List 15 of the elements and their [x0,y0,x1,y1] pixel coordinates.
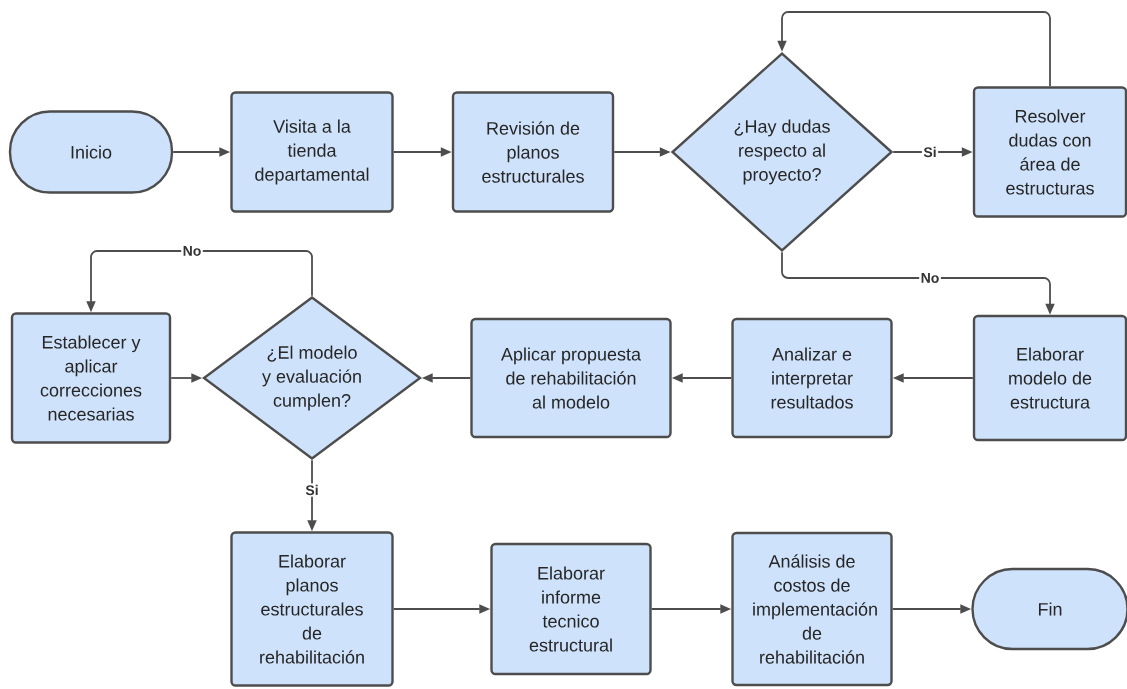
process-box: Elaborar modelo de estructura [972,314,1127,442]
process-box: Elaborar informe tecnico estructural [490,542,652,676]
process-box: Aplicar propuesta de rehabilitación al modelo [470,317,672,439]
edge-label: Si [921,145,939,159]
edge-label: No [919,271,941,285]
process-box: Resolver dudas con área de estructuras [972,86,1127,218]
process-box: Análisis de costos de implementación de rehabilitación [731,531,893,687]
process-box: Elaborar planos estructurales de rehabilitación [230,531,394,687]
process-box: Revisión de planos estructurales [451,91,615,213]
process-box: Visita a la tienda departamental [230,91,394,213]
edge-label: Si [303,483,321,497]
process-box: Establecer y aplicar correcciones necesarias [10,312,172,444]
arrow [777,11,1051,88]
process-box: Analizar e interpretar resultados [731,317,893,439]
edge-label: No [181,244,203,258]
